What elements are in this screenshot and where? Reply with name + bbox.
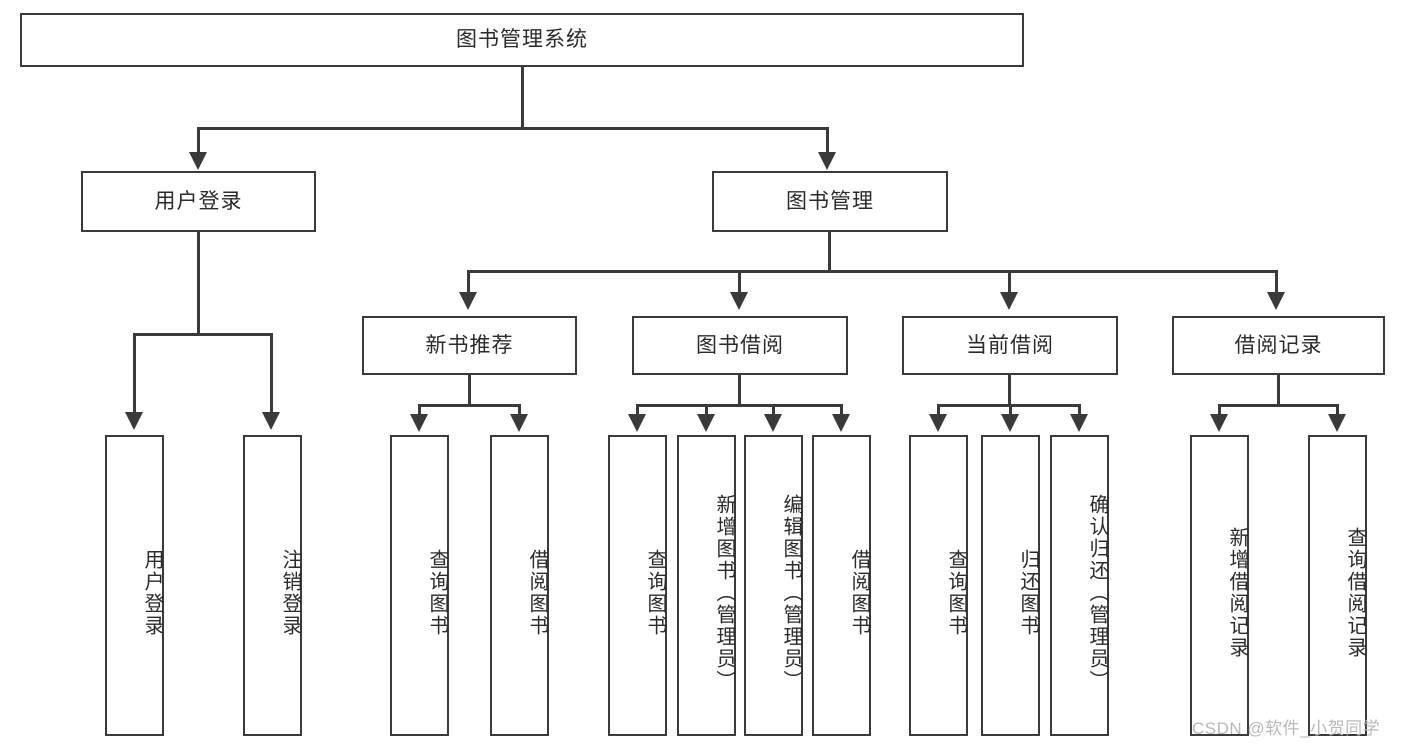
connector-user-login-bar — [133, 333, 270, 336]
connector-book-borrow-drop-1 — [636, 404, 639, 418]
node-label: 借阅记录 — [1234, 333, 1323, 357]
node-current-borrow[interactable]: 当前借阅 — [902, 316, 1118, 375]
connector-book-mgmt-drop-4 — [1275, 270, 1278, 295]
connector-user-login-stem — [197, 232, 200, 336]
arrowhead-leaf-query-book-1 — [410, 414, 428, 432]
node-label: 用户登录 — [141, 548, 163, 637]
leaf-return-book[interactable]: 归还图书 — [981, 435, 1040, 736]
leaf-add-book-admin[interactable]: 新增图书（管理员） — [677, 435, 736, 736]
connector-user-login-drop-2 — [270, 333, 273, 415]
connector-book-borrow-drop-3 — [772, 404, 775, 418]
arrowhead-leaf-edit-book — [764, 414, 782, 432]
node-label: 归还图书 — [1017, 548, 1039, 637]
leaf-user-login[interactable]: 用户登录 — [105, 435, 164, 736]
connector-book-mgmt-drop-2 — [738, 270, 741, 295]
arrowhead-leaf-confirm-return — [1070, 414, 1088, 432]
node-label: 确认归还（管理员） — [1086, 493, 1108, 692]
node-label: 用户登录 — [154, 189, 243, 213]
node-label: 图书管理系统 — [456, 28, 588, 52]
arrowhead-leaf-add-book — [697, 414, 715, 432]
node-label: 新增图书（管理员） — [713, 493, 735, 692]
node-label: 借阅图书 — [848, 548, 870, 637]
leaf-borrow-book-recommend[interactable]: 借阅图书 — [490, 435, 549, 736]
leaf-confirm-return-admin[interactable]: 确认归还（管理员） — [1050, 435, 1109, 736]
arrowhead-leaf-borrow-book-1 — [510, 414, 528, 432]
connector-book-mgmt-bar — [467, 270, 1278, 273]
arrowhead-current-borrow — [1000, 292, 1018, 310]
connector-borrow-record-bar — [1218, 404, 1339, 407]
connector-user-login-drop-1 — [133, 333, 136, 415]
node-label: 借阅图书 — [526, 548, 548, 637]
leaf-edit-book-admin[interactable]: 编辑图书（管理员） — [744, 435, 803, 736]
arrowhead-borrow-record — [1267, 292, 1285, 310]
connector-root-stem — [521, 67, 524, 129]
node-label: 当前借阅 — [966, 333, 1054, 357]
node-label: 查询借阅记录 — [1344, 526, 1366, 659]
connector-book-borrow-bar — [636, 404, 843, 407]
node-book-borrow[interactable]: 图书借阅 — [632, 316, 848, 375]
leaf-logout[interactable]: 注销登录 — [243, 435, 302, 736]
leaf-query-book-recommend[interactable]: 查询图书 — [390, 435, 449, 736]
connector-book-mgmt-drop-3 — [1008, 270, 1011, 295]
leaf-query-book-borrow[interactable]: 查询图书 — [608, 435, 667, 736]
node-label: 编辑图书（管理员） — [780, 493, 802, 692]
node-new-book-recommend[interactable]: 新书推荐 — [362, 316, 577, 375]
connector-book-mgmt-stem — [828, 232, 831, 273]
node-root-system[interactable]: 图书管理系统 — [20, 13, 1024, 67]
connector-new-book-bar — [418, 404, 521, 407]
node-label: 查询图书 — [426, 548, 448, 637]
connector-borrow-record-drop-2 — [1336, 404, 1339, 418]
csdn-watermark: CSDN @软件_小贺同学 — [1192, 719, 1381, 738]
node-label: 查询图书 — [945, 548, 967, 637]
arrowhead-leaf-user-login — [125, 412, 143, 430]
node-label: 新增借阅记录 — [1226, 526, 1248, 659]
connector-root-to-user-login — [197, 127, 200, 155]
connector-root-bar — [197, 127, 829, 130]
connector-book-borrow-drop-4 — [840, 404, 843, 418]
arrowhead-book-mgmt — [818, 152, 836, 170]
node-label: 图书借阅 — [696, 333, 784, 357]
arrowhead-leaf-return-book — [1001, 414, 1019, 432]
arrowhead-book-borrow — [730, 292, 748, 310]
connector-current-borrow-drop-2 — [1009, 404, 1012, 418]
leaf-query-book-current[interactable]: 查询图书 — [909, 435, 968, 736]
connector-borrow-record-drop-1 — [1218, 404, 1221, 418]
arrowhead-leaf-add-record — [1210, 414, 1228, 432]
connector-book-mgmt-drop-1 — [467, 270, 470, 295]
node-label: 查询图书 — [644, 548, 666, 637]
connector-current-borrow-drop-3 — [1078, 404, 1081, 418]
arrowhead-leaf-query-book-2 — [628, 414, 646, 432]
connector-new-book-stem — [468, 375, 471, 407]
connector-book-borrow-stem — [738, 375, 741, 407]
arrowhead-leaf-query-book-3 — [929, 414, 947, 432]
arrowhead-leaf-borrow-book-2 — [832, 414, 850, 432]
node-user-login[interactable]: 用户登录 — [81, 171, 316, 232]
connector-root-to-book-mgmt — [826, 127, 829, 155]
arrowhead-leaf-logout — [262, 412, 280, 430]
connector-new-book-drop-2 — [518, 404, 521, 418]
node-borrow-record[interactable]: 借阅记录 — [1172, 316, 1385, 375]
arrowhead-new-book-recommend — [459, 292, 477, 310]
arrowhead-leaf-query-record — [1328, 414, 1346, 432]
node-label: 图书管理 — [786, 189, 874, 213]
arrowhead-user-login — [189, 152, 207, 170]
leaf-borrow-book[interactable]: 借阅图书 — [812, 435, 871, 736]
connector-current-borrow-drop-1 — [937, 404, 940, 418]
node-book-management[interactable]: 图书管理 — [712, 171, 948, 232]
leaf-query-borrow-record[interactable]: 查询借阅记录 — [1308, 435, 1367, 736]
connector-current-borrow-stem — [1008, 375, 1011, 407]
node-label: 新书推荐 — [425, 333, 514, 357]
connector-borrow-record-stem — [1277, 375, 1280, 407]
node-label: 注销登录 — [279, 548, 301, 637]
connector-book-borrow-drop-2 — [705, 404, 708, 418]
connector-new-book-drop-1 — [418, 404, 421, 418]
leaf-add-borrow-record[interactable]: 新增借阅记录 — [1190, 435, 1249, 736]
